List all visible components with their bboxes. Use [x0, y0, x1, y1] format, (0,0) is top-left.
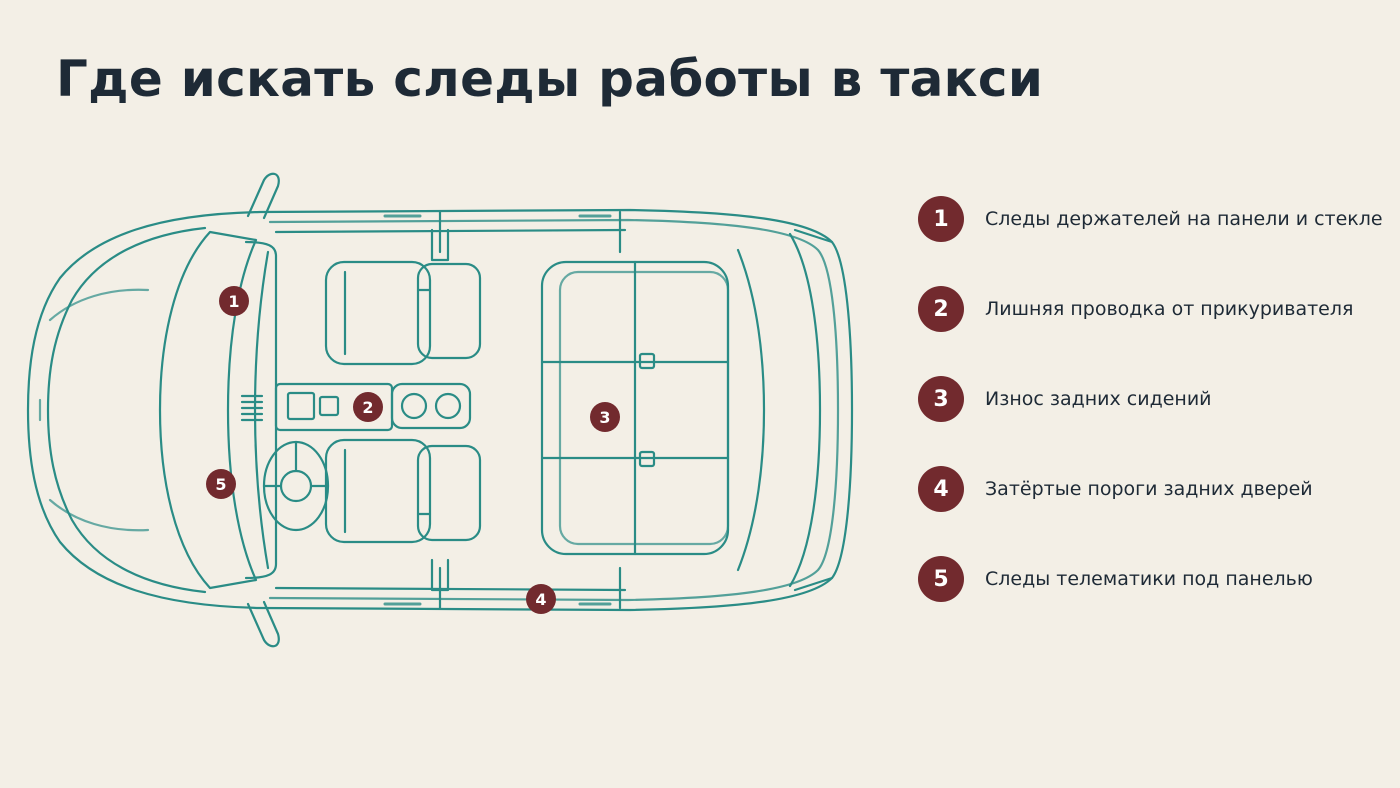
- rear-window: [736, 248, 766, 572]
- legend-label: Следы держателей на панели и стекле: [985, 208, 1383, 230]
- page-title: Где искать следы работы в такси: [56, 50, 1044, 108]
- legend-number-badge: 2: [918, 286, 964, 332]
- steering-wheel: [262, 440, 330, 532]
- marker-circle: [526, 584, 556, 614]
- legend-label: Следы телематики под панелью: [985, 568, 1313, 590]
- legend-number-badge: 5: [918, 556, 964, 602]
- legend-item: 4 Затёртые пороги задних дверей: [918, 466, 1388, 512]
- marker-number: 3: [599, 408, 610, 427]
- legend-label: Износ задних сидений: [985, 388, 1212, 410]
- legend-label: Лишняя проводка от прикуривателя: [985, 298, 1354, 320]
- mirror-left: [246, 172, 280, 220]
- front-seat-top: [324, 260, 482, 366]
- marker-2: 2: [353, 392, 383, 422]
- marker-circle: [353, 392, 383, 422]
- car-top-view-diagram: 1 2 3 4 5: [26, 172, 854, 648]
- marker-1: 1: [219, 286, 249, 316]
- marker-number: 1: [228, 292, 239, 311]
- car-body: [26, 208, 854, 612]
- marker-number: 5: [215, 475, 226, 494]
- marker-circle: [206, 469, 236, 499]
- center-console: [274, 382, 472, 432]
- mirror-right: [246, 600, 280, 648]
- legend-item: 2 Лишняя проводка от прикуривателя: [918, 286, 1388, 332]
- legend-number-badge: 4: [918, 466, 964, 512]
- marker-circle: [219, 286, 249, 316]
- windshield: [158, 230, 258, 590]
- legend-item: 3 Износ задних сидений: [918, 376, 1388, 422]
- marker-circle: [590, 402, 620, 432]
- legend-label: Затёртые пороги задних дверей: [985, 478, 1313, 500]
- hood: [46, 226, 207, 594]
- legend-number-badge: 1: [918, 196, 964, 242]
- rear-bench: [540, 260, 730, 556]
- car-outline: [26, 172, 854, 648]
- marker-number: 2: [362, 398, 373, 417]
- legend-list: 1 Следы держателей на панели и стекле 2 …: [918, 196, 1388, 646]
- marker-5: 5: [206, 469, 236, 499]
- legend-item: 1 Следы держателей на панели и стекле: [918, 196, 1388, 242]
- marker-number: 4: [535, 590, 546, 609]
- marker-4: 4: [526, 584, 556, 614]
- diagram-markers: 1 2 3 4 5: [206, 286, 620, 614]
- legend-number-badge: 3: [918, 376, 964, 422]
- front-seat-bottom: [324, 438, 482, 544]
- marker-3: 3: [590, 402, 620, 432]
- legend-item: 5 Следы телематики под панелью: [918, 556, 1388, 602]
